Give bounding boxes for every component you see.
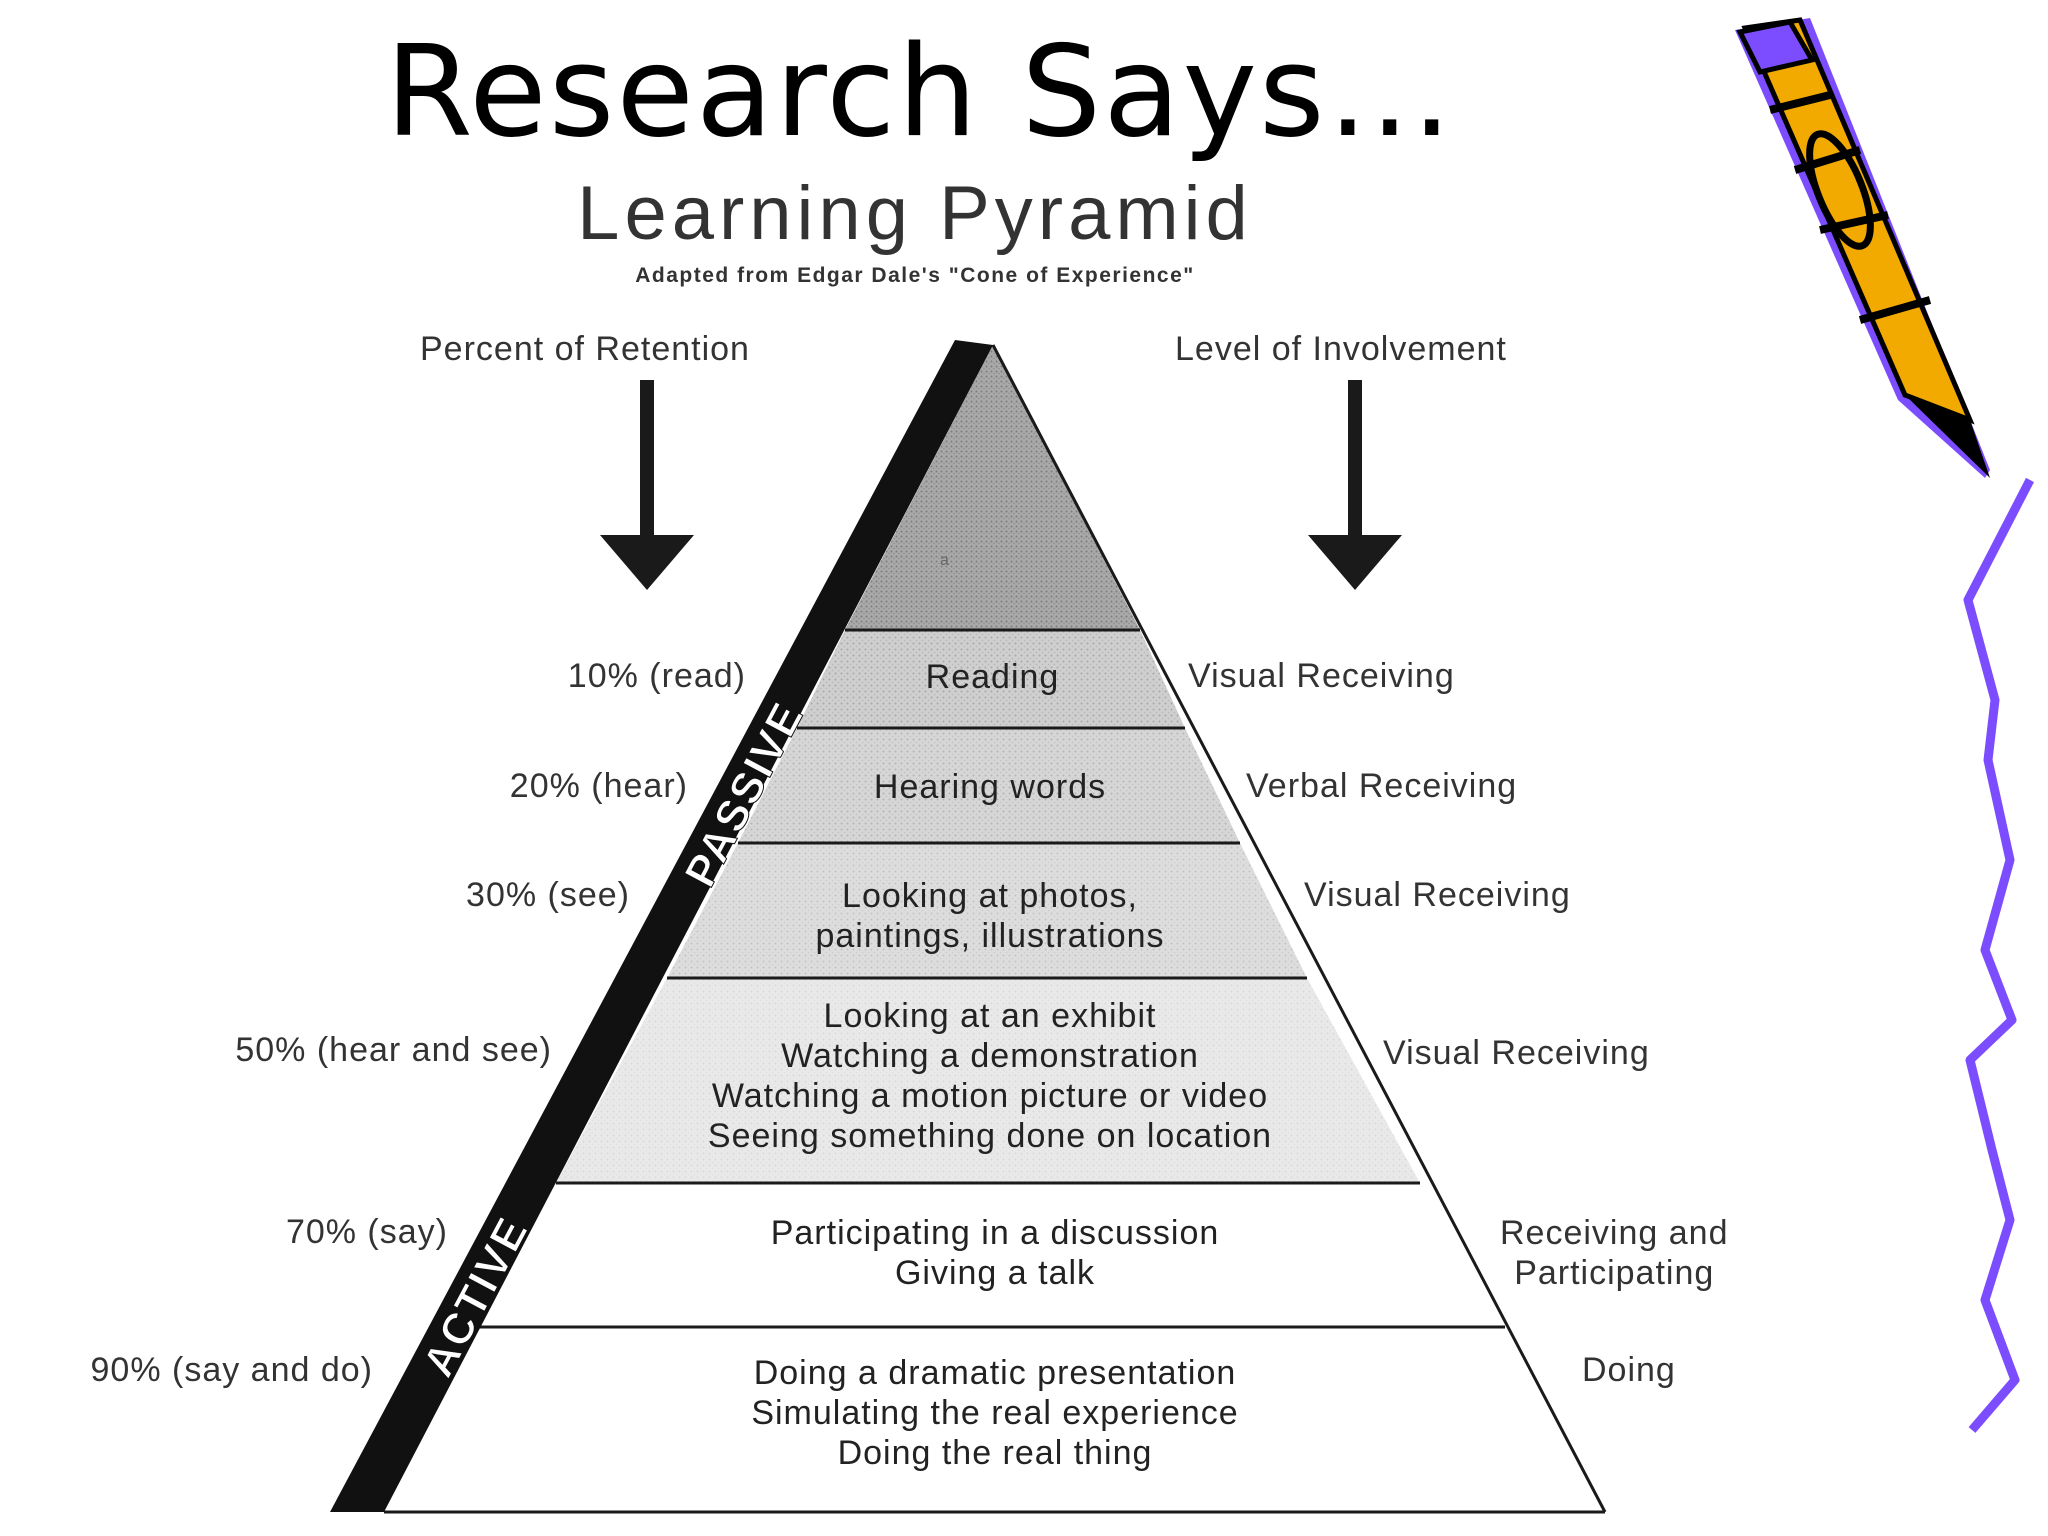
retention-arrow-icon (600, 380, 694, 590)
retention-heading: Percent of Retention (420, 330, 750, 368)
pyramid-band-say (470, 1183, 1505, 1327)
activity-do: Doing a dramatic presentation Simulating… (751, 1354, 1239, 1472)
pyramid-apex (845, 345, 1140, 630)
slide-title: Research Says… (385, 18, 1455, 165)
diagram-title: Learning Pyramid (577, 171, 1253, 256)
pyramid: a PASSIVE ACTIVE (330, 340, 1607, 1514)
retention-label-see: 30% (see) (466, 876, 630, 914)
pencil-icon (1735, 17, 1990, 478)
pyramid-left-edge (330, 340, 993, 1512)
involvement-label-do: Doing (1582, 1351, 1676, 1389)
involvement-label-hear-see: Visual Receiving (1383, 1034, 1650, 1072)
diagram-subtitle: Adapted from Edgar Dale's "Cone of Exper… (635, 264, 1195, 287)
apex-mark: a (940, 552, 949, 569)
activity-hear-see: Looking at an exhibit Watching a demonst… (707, 997, 1273, 1155)
retention-label-read: 10% (read) (567, 657, 746, 695)
involvement-arrow-icon (1308, 380, 1402, 590)
pyramid-band-hear-see (556, 978, 1420, 1183)
pyramid-band-seeing (667, 843, 1307, 978)
retention-label-hear-see: 50% (hear and see) (235, 1031, 552, 1069)
involvement-label-seeing: Visual Receiving (1304, 876, 1571, 914)
activity-hearing: Hearing words (873, 768, 1107, 806)
involvement-label-hearing: Verbal Receiving (1246, 767, 1518, 805)
activity-say: Participating in a discussion Giving a t… (770, 1214, 1220, 1292)
retention-label-hear: 20% (hear) (509, 767, 688, 805)
involvement-label-reading: Visual Receiving (1188, 657, 1455, 695)
pyramid-band-reading (797, 630, 1185, 728)
retention-label-say-do: 90% (say and do) (90, 1351, 373, 1389)
pyramid-band-do (384, 1327, 1605, 1512)
retention-label-say: 70% (say) (285, 1213, 448, 1251)
wavy-line (1963, 477, 2034, 1433)
involvement-heading: Level of Involvement (1175, 330, 1507, 368)
activity-reading: Reading (925, 658, 1060, 696)
pyramid-band-hearing (738, 728, 1240, 843)
involvement-label-say: Receiving and Participating (1500, 1214, 1729, 1292)
activity-seeing: Looking at photos, paintings, illustrati… (815, 877, 1165, 955)
